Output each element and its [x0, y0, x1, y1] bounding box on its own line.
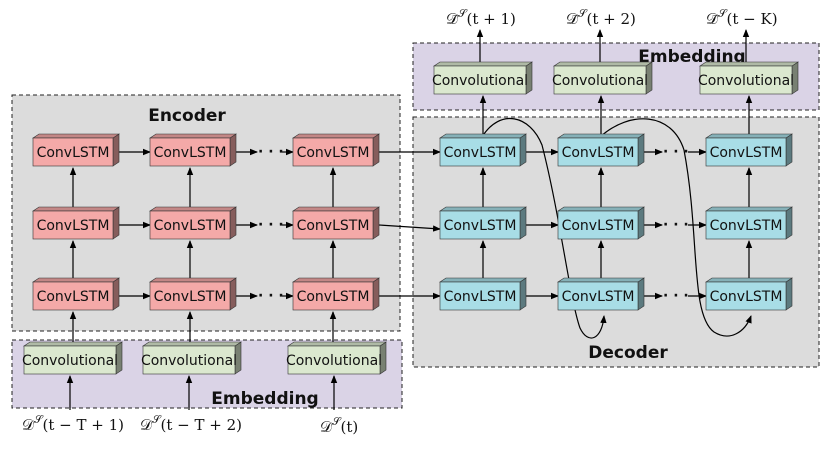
- decoder-cell-r1-c1-label: ConvLSTM: [444, 145, 517, 161]
- input-label-3: 𝒟𝒮(t): [320, 415, 358, 436]
- decoder-cell-r3-c2-label: ConvLSTM: [562, 289, 635, 305]
- decoder-cell-r1-c2: [557, 133, 645, 167]
- decoder-cell-r2-c3: [705, 206, 793, 240]
- input-conv-1-label: Convolutional: [22, 353, 118, 369]
- decoder-title: Decoder: [588, 343, 668, 363]
- encoder-cell-r3-c1: [32, 277, 120, 311]
- input-conv-2: [142, 341, 242, 375]
- decoder-cell-r3-c1: [439, 277, 527, 311]
- encoder-cell-r3-c3: [292, 277, 380, 311]
- decoder-cell-r2-c2-label: ConvLSTM: [562, 218, 635, 234]
- dec-ellipsis-r2: · · ·: [663, 217, 689, 233]
- output-label-2: 𝒟̃𝒮(t + 2): [566, 7, 636, 28]
- encoder-cell-r3-c3-label: ConvLSTM: [297, 289, 370, 305]
- output-conv-1: [433, 61, 533, 95]
- output-conv-2-label: Convolutional: [552, 73, 648, 89]
- encoder-cell-r1-c1: [32, 133, 120, 167]
- encoder-cell-r3-c1-label: ConvLSTM: [37, 289, 110, 305]
- decoder-cell-r1-c3-label: ConvLSTM: [710, 145, 783, 161]
- output-label-1: 𝒟̃𝒮(t + 1): [446, 7, 516, 28]
- decoder-cell-r3-c1-label: ConvLSTM: [444, 289, 517, 305]
- decoder-cell-r1-c1: [439, 133, 527, 167]
- output-conv-2: [553, 61, 653, 95]
- enc-ellipsis-r1: · · ·: [258, 144, 284, 160]
- input-conv-3: [287, 341, 387, 375]
- decoder-cell-r3-c3: [705, 277, 793, 311]
- decoder-cell-r2-c2: [557, 206, 645, 240]
- encoder-cell-r1-c3-label: ConvLSTM: [297, 145, 370, 161]
- decoder-cell-r1-c3: [705, 133, 793, 167]
- decoder-cell-r1-c2-label: ConvLSTM: [562, 145, 635, 161]
- encoder-cell-r3-c2-label: ConvLSTM: [154, 289, 227, 305]
- input-label-1: 𝒟𝒮(t − T + 1): [22, 413, 124, 434]
- embedding-input-title: Embedding: [211, 389, 318, 409]
- encoder-cell-r2-c3-label: ConvLSTM: [297, 218, 370, 234]
- output-conv-1-label: Convolutional: [432, 73, 528, 89]
- encoder-cell-r1-c3: [292, 133, 380, 167]
- dec-ellipsis-r1: · · ·: [663, 144, 689, 160]
- input-conv-2-label: Convolutional: [141, 353, 237, 369]
- encoder-cell-r1-c2: [149, 133, 237, 167]
- encoder-cell-r3-c2: [149, 277, 237, 311]
- encoder-cell-r2-c3: [292, 206, 380, 240]
- encoder-cell-r2-c1: [32, 206, 120, 240]
- encoder-cell-r2-c2-label: ConvLSTM: [154, 218, 227, 234]
- dec-ellipsis-r3: · · ·: [663, 288, 689, 304]
- input-label-2: 𝒟𝒮(t − T + 2): [140, 413, 242, 434]
- encoder-title: Encoder: [148, 106, 226, 126]
- decoder-cell-r2-c1: [439, 206, 527, 240]
- output-label-3: 𝒟̃𝒮(t − K): [706, 7, 778, 28]
- decoder-cell-r3-c2: [557, 277, 645, 311]
- enc-ellipsis-r3: · · ·: [258, 288, 284, 304]
- decoder-cell-r2-c3-label: ConvLSTM: [710, 218, 783, 234]
- enc-to-dec-arrow-r2: [378, 224, 441, 232]
- input-conv-3-label: Convolutional: [286, 353, 382, 369]
- encoder-cell-r1-c1-label: ConvLSTM: [37, 145, 110, 161]
- encoder-cell-r2-c1-label: ConvLSTM: [37, 218, 110, 234]
- encoder-cell-r2-c2: [149, 206, 237, 240]
- output-conv-3: [699, 61, 799, 95]
- output-conv-3-label: Convolutional: [698, 73, 794, 89]
- enc-ellipsis-r2: · · ·: [258, 217, 284, 233]
- encoder-cell-r1-c2-label: ConvLSTM: [154, 145, 227, 161]
- decoder-cell-r3-c3-label: ConvLSTM: [710, 289, 783, 305]
- input-conv-1: [23, 341, 123, 375]
- decoder-cell-r2-c1-label: ConvLSTM: [444, 218, 517, 234]
- feedback-arrow-2: [599, 118, 752, 337]
